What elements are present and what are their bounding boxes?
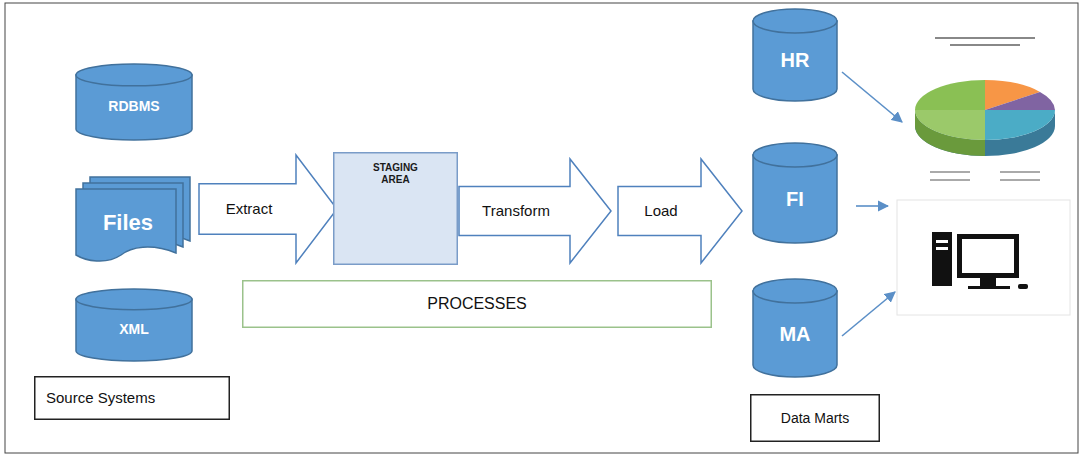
files-stack: Files [75,176,191,264]
leader-arrow [842,292,895,336]
node-label: Load [644,202,677,219]
data-mart-cylinder: HR [752,8,838,102]
node-label: HR [781,49,810,72]
node-label: RDBMS [108,98,159,114]
data-mart-cylinder: FI [752,142,838,244]
node-label: Data Marts [781,410,849,426]
node-label: XML [119,321,149,337]
node-label: PROCESSES [427,295,527,313]
node-label: Extract [226,200,273,217]
staging-box: STAGING AREA [333,152,458,265]
node-outline [617,158,743,264]
node-label: Source Systems [46,389,155,406]
process-arrow: Load [617,158,743,264]
group-label-box: Source Systems [34,376,230,420]
process-arrow: Transform [458,158,612,264]
node-label: Transform [482,202,550,219]
pie-chart [905,22,1065,192]
data-mart-cylinder: MA [752,278,838,378]
node-label: STAGING AREA [361,162,431,185]
leader-arrow [842,72,902,122]
database-cylinder: XML [75,288,193,362]
group-label-box: Data Marts [750,394,880,442]
process-arrow: Extract [198,154,338,264]
node-label: FI [786,188,804,211]
processes-box: PROCESSES [242,280,712,328]
node-label: Files [103,210,153,235]
node-label: MA [779,323,810,346]
leader-arrow [856,205,888,207]
computer-icon [897,200,1070,315]
frame [5,3,1078,453]
database-cylinder: RDBMS [75,63,193,141]
